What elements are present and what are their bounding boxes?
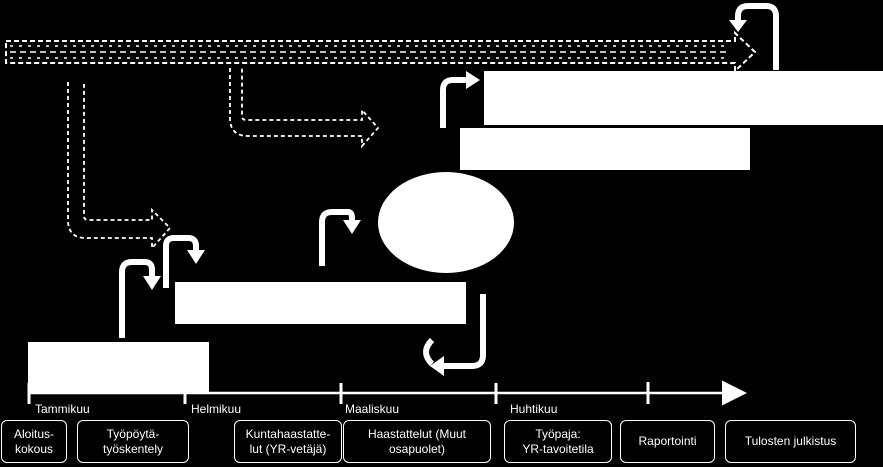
white-box-top (484, 71, 883, 125)
step-haastattelut: Haastattelut (Muut osapuolet) (343, 420, 491, 463)
month-label-maaliskuu: Maaliskuu (345, 402, 400, 416)
step-label: Työpöytä- työskentely (102, 426, 164, 456)
step-label: Aloitus- kokous (13, 426, 54, 456)
step-kuntahaastattelut: Kuntahaastatte- lut (YR-vetäjä) (234, 420, 342, 463)
step-label: Tulosten julkistus (744, 434, 837, 448)
curved-arrow-b-head (187, 250, 205, 264)
step-label: Raportointi (638, 434, 697, 448)
dashed-arrow-middle (229, 68, 380, 149)
main-arrow-hatching (10, 45, 730, 59)
step-tulosten-julkistus: Tulosten julkistus (725, 420, 856, 463)
step-tyopaja: Työpaja: YR-tavoitetila (504, 420, 612, 463)
loop-arrow-top-right-head (729, 20, 747, 32)
step-aloituskokous: Aloitus- kokous (1, 420, 67, 463)
step-raportointi: Raportointi (620, 420, 715, 463)
step-label: Kuntahaastatte- lut (YR-vetäjä) (245, 426, 331, 456)
return-arrow-right-head (430, 356, 444, 376)
curved-arrow-into-ellipse-head (343, 220, 361, 234)
step-label: Haastattelut (Muut osapuolet) (367, 426, 467, 456)
dashed-arrow-left (67, 82, 172, 251)
step-label: Työpaja: YR-tavoitetila (522, 426, 594, 456)
white-box-middle (175, 282, 466, 324)
main-dashed-arrow (5, 30, 757, 74)
curved-arrow-into-top-box-head (466, 71, 480, 89)
return-arrow-right (442, 294, 486, 369)
white-ellipse (378, 172, 514, 273)
month-label-tammikuu: Tammikuu (35, 402, 90, 416)
return-arrow-right-tail (423, 337, 435, 367)
curved-arrow-a-head (143, 276, 161, 290)
curved-arrow-a (119, 259, 155, 338)
step-tyopoytatyoskentely: Työpöytä- työskentely (77, 420, 189, 463)
timeline-ticks (27, 382, 650, 404)
loop-arrow-top-right (735, 3, 779, 70)
curved-arrow-b (163, 235, 199, 288)
white-box-bottom-left (28, 342, 209, 392)
curved-arrow-into-top-box (440, 77, 470, 128)
curved-arrow-into-ellipse (319, 209, 355, 266)
white-box-second (460, 128, 750, 170)
month-label-helmikuu: Helmikuu (191, 402, 242, 416)
month-label-huhtikuu: Huhtikuu (510, 402, 558, 416)
